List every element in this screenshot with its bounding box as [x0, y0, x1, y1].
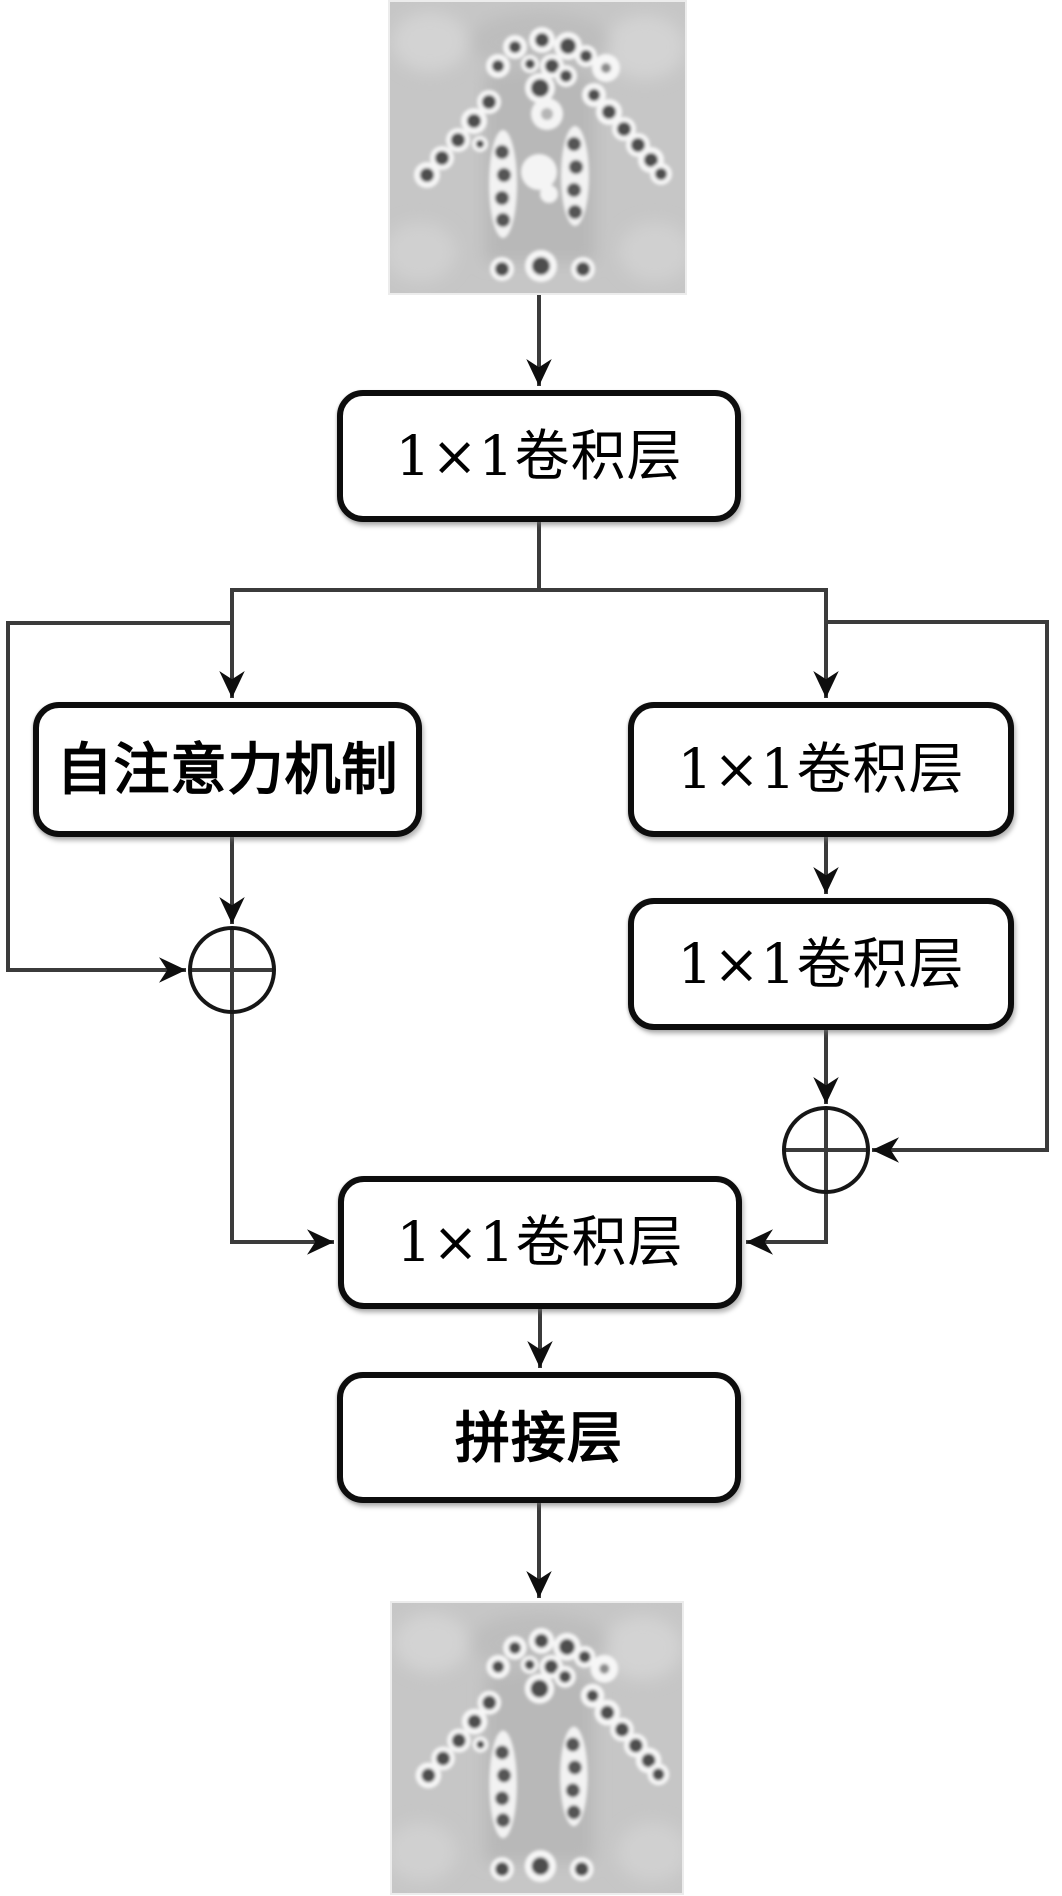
concat-layer-label: 拼接层 [454, 1405, 623, 1470]
line-add-right-to-merge [746, 1192, 828, 1255]
skip-connection-left [6, 621, 232, 983]
skip-connection-right [826, 620, 1049, 1163]
conv1x1-right2-label: 1×1卷积层 [677, 931, 965, 996]
line-add-left-to-merge [230, 1012, 334, 1255]
conv1x1-right2-box: 1×1卷积层 [628, 898, 1014, 1030]
conv1x1-top-box: 1×1卷积层 [337, 390, 741, 522]
conv1x1-merge-box: 1×1卷积层 [338, 1176, 742, 1309]
add-operator-right-icon [782, 1106, 870, 1194]
conv1x1-merge-label: 1×1卷积层 [396, 1210, 684, 1274]
conv1x1-right1-box: 1×1卷积层 [628, 702, 1014, 837]
self-attention-label: 自注意力机制 [56, 737, 399, 801]
input-heatmap-image [388, 0, 687, 295]
self-attention-box: 自注意力机制 [33, 702, 422, 837]
add-operator-left-icon [188, 926, 276, 1014]
concat-layer-box: 拼接层 [337, 1372, 741, 1503]
conv1x1-top-label: 1×1卷积层 [395, 423, 683, 488]
conv1x1-right1-label: 1×1卷积层 [677, 737, 965, 801]
output-heatmap-image [390, 1601, 684, 1895]
